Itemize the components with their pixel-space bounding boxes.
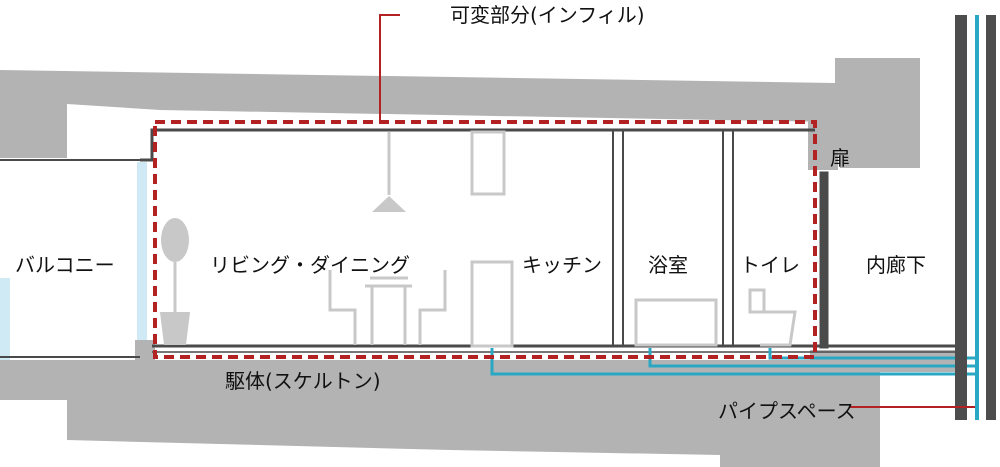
infill-label: 可変部分(インフィル) [450,3,645,27]
entrance-door [819,171,829,349]
bath-label: 浴室 [648,253,688,277]
balcony-label: バルコニー [15,253,115,277]
kitchen-label: キッチン [522,253,602,277]
living-dining-label: リビング・ダイニング [210,253,410,277]
door-header [808,120,838,170]
lower-slab [0,340,835,467]
toilet-drain-pipe [768,348,975,360]
kitchen-counter-icon [470,260,514,348]
dining-chair-left [328,270,357,345]
pendant-lamp-icon [372,196,406,212]
pipe-shaft-riser [975,15,979,420]
bath-toilet-wall [722,129,734,347]
balcony-glass-left [0,278,10,360]
infill-leader-line [379,14,400,120]
corridor-label: 内廊下 [866,253,926,277]
door-label: 扉 [830,146,850,170]
balcony-glass-window [137,162,147,340]
kitchen-bath-wall [612,129,624,347]
plant-icon [161,218,189,262]
corridor-floor-slab [810,350,960,467]
dining-chair-right [418,270,447,345]
toilet-icon [750,310,797,347]
pipe-space-label: パイプスペース [718,399,856,423]
range-hood-icon [470,130,506,196]
furniture [160,130,797,348]
toilet-tank [748,288,766,314]
plant-pot [160,312,190,345]
interior-walls [140,128,960,353]
bath-drain-pipe [648,348,975,368]
ceiling-line [140,128,815,162]
infill-boundary [153,120,817,359]
pipe-shaft-wall [955,15,967,420]
pipe-shaft-outer [986,15,996,420]
upper-slab [0,58,920,168]
skeleton-structure [0,58,960,467]
toilet-label: トイレ [740,253,800,277]
skeleton-label: 駆体(スケルトン) [225,369,381,393]
bathtub-icon [634,298,718,347]
